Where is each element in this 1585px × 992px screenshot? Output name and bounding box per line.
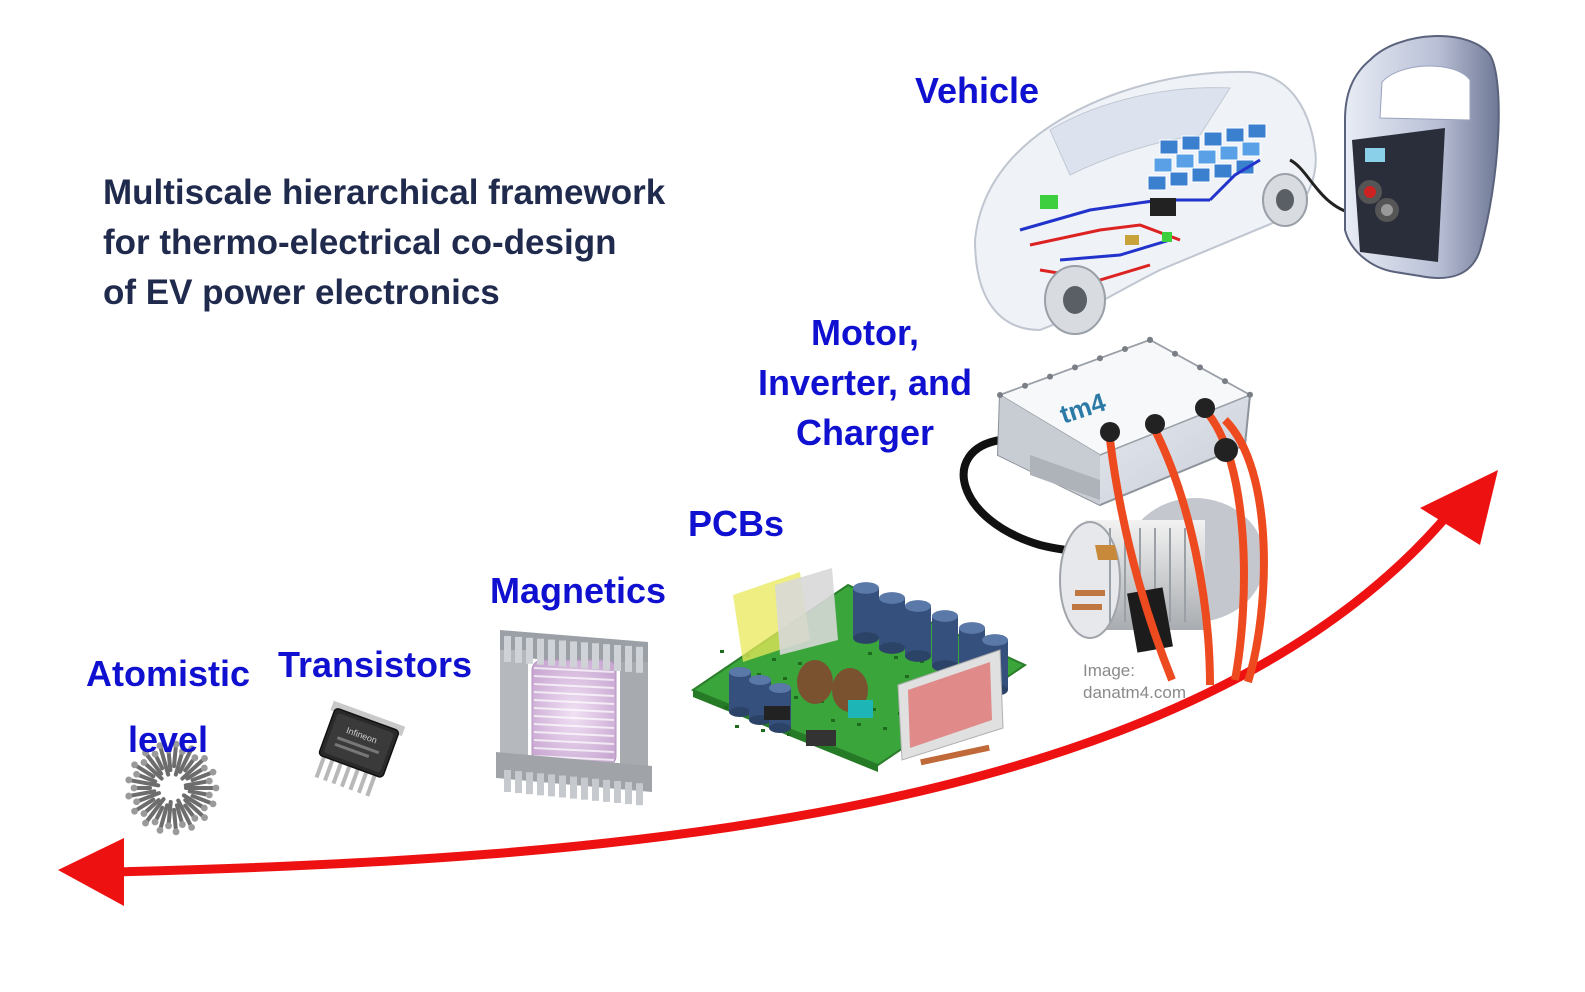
scale-arrow-left-head	[58, 838, 124, 906]
label-line: Motor,	[811, 312, 919, 353]
image-credit: Image: danatm4.com	[1083, 660, 1186, 704]
scale-arrow	[58, 470, 1498, 906]
title-line: of EV power electronics	[103, 273, 500, 312]
label-line: Atomistic	[85, 653, 251, 694]
title-line: for thermo-electrical co-design	[103, 223, 617, 262]
atomistic-molecule-graphic	[125, 740, 220, 836]
charging-station-graphic	[1344, 35, 1500, 280]
credit-line: danatm4.com	[1083, 683, 1186, 702]
label-pcbs: PCBs	[687, 503, 785, 544]
scale-arrow-curve	[111, 502, 1460, 877]
magnetics-transformer-graphic	[496, 630, 652, 806]
label-line: Charger	[795, 412, 935, 453]
pcb-board-graphic	[690, 568, 1028, 772]
label-vehicle: Vehicle	[914, 70, 1040, 111]
label-transistors: Transistors	[277, 644, 473, 685]
label-line: level	[127, 719, 209, 760]
label-motor-inverter-charger: Motor, Inverter, and Charger	[740, 308, 990, 458]
motor-inverter-graphic: tm4	[959, 336, 1268, 686]
vehicle-car-graphic	[973, 70, 1361, 335]
transistor-chip-graphic: Infineon	[314, 700, 406, 797]
diagram-title: Multiscale hierarchical framework for th…	[103, 168, 743, 318]
label-magnetics: Magnetics	[489, 570, 667, 611]
title-line: Multiscale hierarchical framework	[103, 173, 666, 212]
label-line: Inverter, and	[757, 362, 973, 403]
label-atomistic-level: Atomistic level	[78, 641, 258, 773]
credit-line: Image:	[1083, 661, 1135, 680]
scale-arrow-right-head	[1420, 470, 1498, 545]
